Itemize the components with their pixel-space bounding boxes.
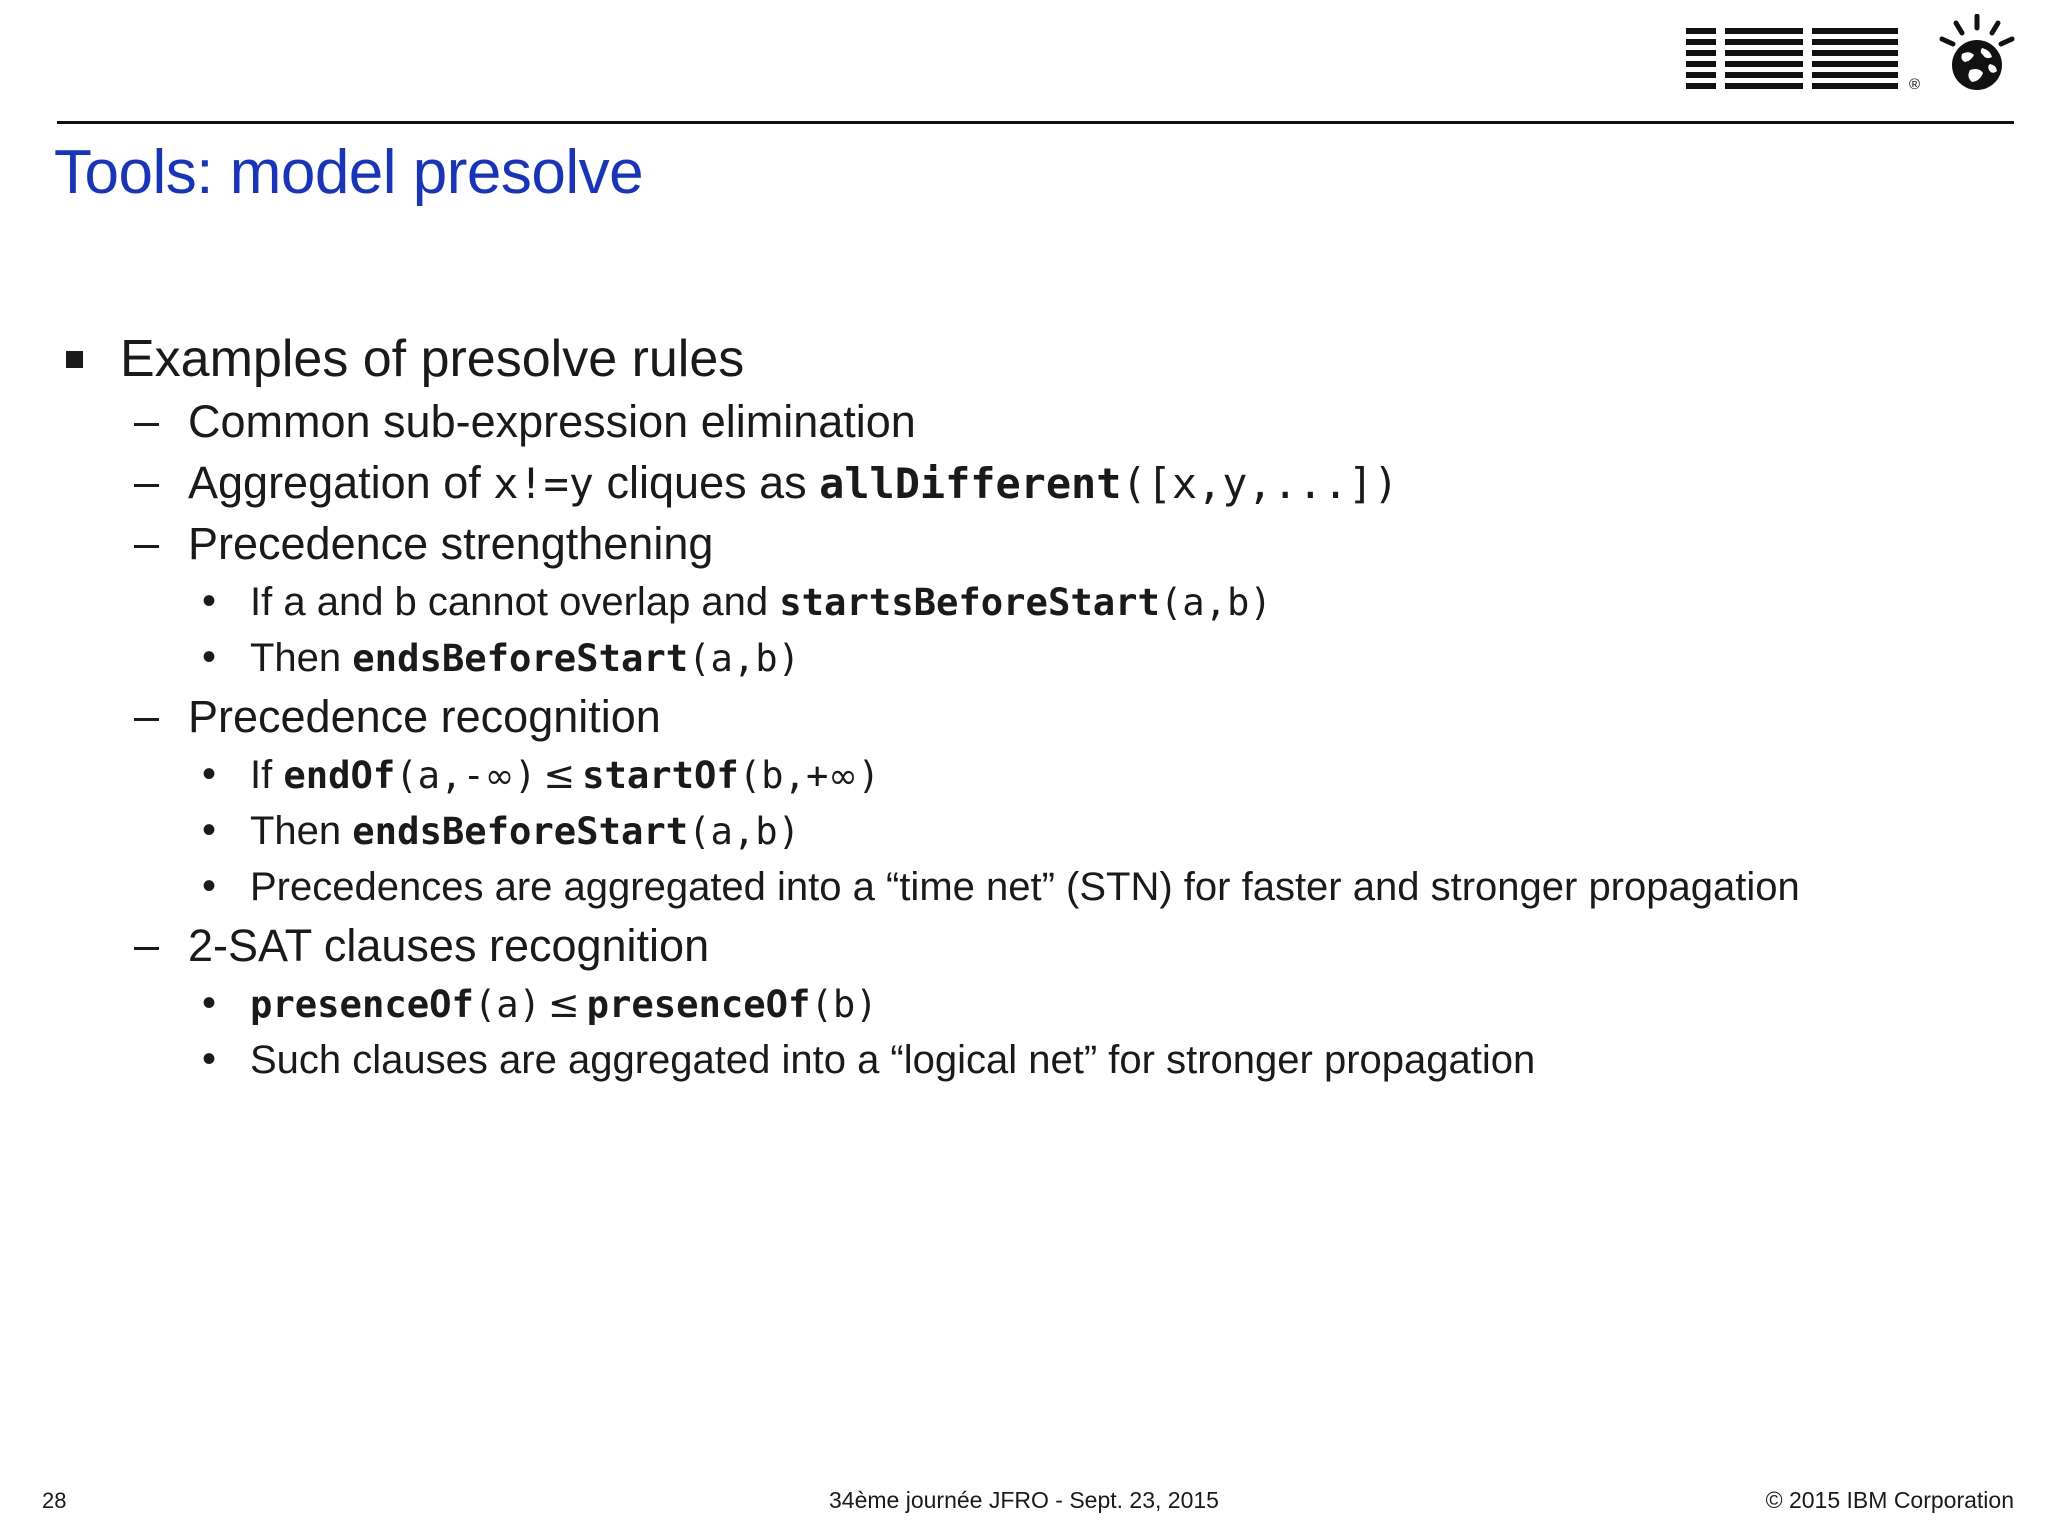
bullet-level-2: –Precedence recognition (54, 690, 2014, 745)
run-code: (a,b) (1159, 579, 1272, 624)
round-bullet-icon: • (202, 980, 217, 1025)
bullet-level-3: •presenceOf(a)≤presenceOf(b) (54, 978, 2014, 1030)
globe-with-rays-icon (1934, 13, 2020, 94)
run-text: Examples of presolve rules (120, 330, 745, 388)
run-text: Then (250, 808, 353, 853)
run-text: If (250, 752, 284, 797)
run-code: (a,- (395, 752, 485, 797)
dash-bullet-icon: – (134, 690, 160, 742)
run-code: (b) (810, 981, 878, 1026)
run-code: (a,b) (688, 635, 801, 680)
slide-body: Examples of presolve rules–Common sub-ex… (54, 330, 2014, 1086)
bullet-text: Aggregation of x!=y cliques as allDiffer… (188, 457, 1399, 508)
bullet-text: If a and b cannot overlap and startsBefo… (250, 580, 1272, 624)
ibm-letter-b-icon (1724, 28, 1803, 94)
ibm-logo-letters: ® (1685, 28, 1920, 94)
footer-event-text: 34ème journée JFRO - Sept. 23, 2015 (829, 1487, 1219, 1513)
run-code: (a) (473, 981, 542, 1026)
run-code-bold: presenceOf (586, 981, 811, 1026)
page-number: 28 (42, 1488, 67, 1513)
run-text: Precedence recognition (188, 690, 661, 742)
bullet-level-2: –Common sub-expression elimination (54, 395, 2014, 450)
run-code-bold: startOf (582, 752, 739, 797)
bullet-text: Precedence strengthening (188, 518, 713, 569)
page-title: Tools: model presolve (54, 138, 644, 207)
run-code-bold: allDifferent (819, 459, 1122, 509)
dash-bullet-icon: – (134, 918, 160, 970)
bullet-level-2: –Aggregation of x!=y cliques as allDiffe… (54, 456, 2014, 511)
bullet-text: presenceOf(a)≤presenceOf(b) (250, 982, 878, 1026)
run-text: 2-SAT clauses recognition (188, 919, 710, 971)
bullet-text: Then endsBeforeStart(a,b) (250, 636, 800, 680)
run-code: (b,+ (738, 752, 829, 797)
run-code-bold: endOf (283, 752, 396, 797)
bullet-text: Precedences are aggregated into a “time … (250, 865, 1800, 909)
run-code: (a,b) (688, 808, 801, 853)
bullet-text: Then endsBeforeStart(a,b) (250, 809, 800, 853)
run-text: Precedences are aggregated into a “time … (250, 864, 1800, 909)
run-code: x!=y (493, 459, 595, 509)
bullet-level-3: • Then endsBeforeStart(a,b) (54, 805, 2014, 857)
bullet-level-3: • Precedences are aggregated into a “time… (54, 861, 2014, 913)
run-infinity: ∞ (484, 755, 515, 797)
run-text: Aggregation of (188, 457, 494, 509)
round-bullet-icon: • (202, 578, 217, 623)
round-bullet-icon: • (202, 634, 217, 679)
bullet-level-3: • Such clauses are aggregated into a “log… (54, 1034, 2014, 1086)
dash-bullet-icon: – (134, 456, 160, 508)
run-text: Common sub-expression elimination (188, 396, 916, 448)
slide-footer: 28 34ème journée JFRO - Sept. 23, 2015 ©… (0, 1446, 2048, 1536)
bullet-text: Examples of presolve rules (120, 330, 744, 388)
run-text: Then (250, 635, 353, 680)
registered-mark: ® (1908, 76, 1920, 93)
run-relation: ≤ (543, 752, 576, 797)
run-text: Such clauses are aggregated into a “logi… (250, 1037, 1536, 1082)
run-text: Precedence strengthening (188, 518, 714, 570)
ibm-letter-i-icon (1685, 28, 1716, 94)
bullet-level-3: •If endOf(a,-∞)≤startOf(b,+∞) (54, 749, 2014, 801)
bullet-level-2: –2-SAT clauses recognition (54, 919, 2014, 974)
run-code-bold: presenceOf (250, 981, 474, 1026)
header-divider (57, 121, 2014, 124)
ibm-logo: ® (1685, 13, 2020, 94)
run-text: cliques as (594, 457, 820, 509)
bullet-text: Precedence recognition (188, 691, 661, 742)
bullet-text: Such clauses are aggregated into a “logi… (250, 1038, 1535, 1082)
dash-bullet-icon: – (134, 517, 160, 569)
square-bullet-icon (66, 350, 83, 368)
run-code: ([x,y,...]) (1121, 459, 1399, 509)
run-code: ) (857, 752, 881, 797)
bullet-text: If endOf(a,-∞)≤startOf(b,+∞) (250, 753, 880, 797)
footer-copyright: © 2015 IBM Corporation (1765, 1487, 2014, 1513)
round-bullet-icon: • (202, 863, 217, 908)
round-bullet-icon: • (202, 807, 217, 852)
bullet-level-3: • Then endsBeforeStart(a,b) (54, 632, 2014, 684)
run-code-bold: endsBeforeStart (352, 635, 689, 680)
run-code-bold: endsBeforeStart (352, 808, 689, 853)
dash-bullet-icon: – (134, 395, 160, 447)
round-bullet-icon: • (202, 751, 217, 796)
ibm-letter-m-icon (1811, 28, 1898, 94)
run-code: ) (514, 752, 537, 797)
bullet-level-1: Examples of presolve rules (54, 330, 2014, 389)
run-infinity: ∞ (828, 755, 858, 797)
run-text: If a and b cannot overlap and (250, 579, 780, 624)
slide-header: ® (0, 0, 2048, 126)
bullet-level-2: –Precedence strengthening (54, 517, 2014, 572)
run-relation: ≤ (547, 981, 580, 1026)
bullet-level-3: • If a and b cannot overlap and startsBef… (54, 576, 2014, 628)
bullet-text: Common sub-expression elimination (188, 396, 916, 447)
round-bullet-icon: • (202, 1036, 217, 1081)
run-code-bold: startsBeforeStart (779, 579, 1160, 624)
bullet-text: 2-SAT clauses recognition (188, 920, 709, 971)
